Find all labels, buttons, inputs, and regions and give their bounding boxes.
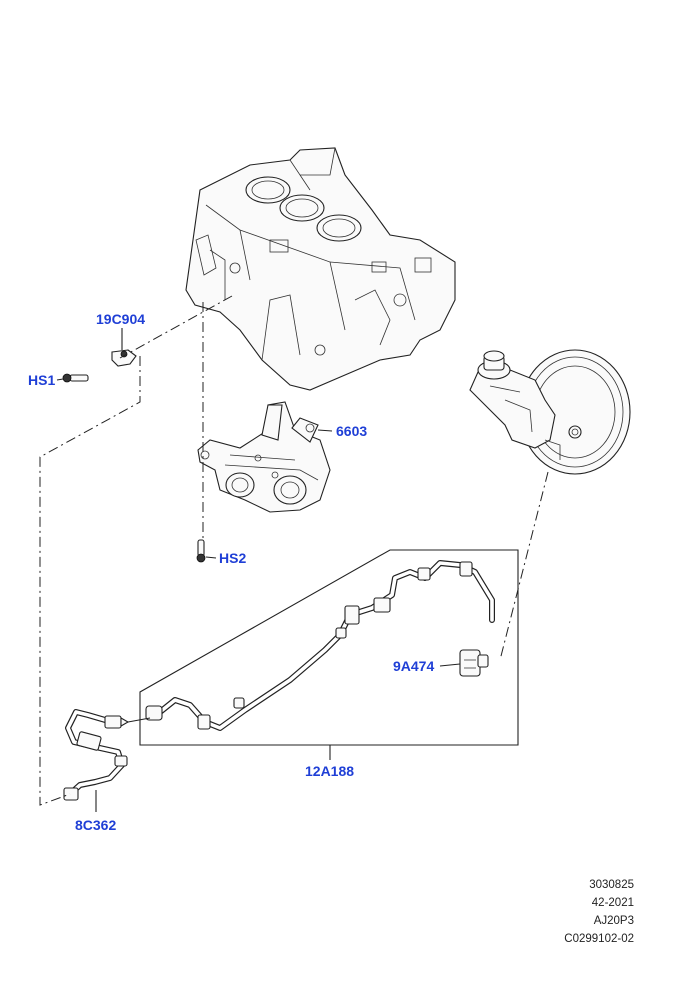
footer-line-3: AJ20P3 bbox=[593, 915, 634, 927]
callout-hs2[interactable]: HS2 bbox=[219, 550, 247, 566]
clip-19c904-illustration bbox=[111, 349, 137, 367]
callout-12a188[interactable]: 12A188 bbox=[305, 763, 355, 779]
bolt-hs1-illustration bbox=[62, 373, 89, 383]
vacuum-pump-illustration bbox=[197, 401, 331, 513]
leader-lines bbox=[56, 328, 461, 812]
footer-line-1: 3030825 bbox=[589, 879, 634, 891]
footer-line-2: 42-2021 bbox=[591, 897, 634, 909]
footer-line-4: C0299102-02 bbox=[564, 933, 634, 945]
brake-booster-illustration bbox=[469, 349, 631, 475]
vacuum-hose-12a188-illustration bbox=[145, 560, 495, 731]
callout-19c904[interactable]: 19C904 bbox=[96, 311, 146, 327]
callout-6603[interactable]: 6603 bbox=[336, 423, 368, 439]
harness-8c362-illustration bbox=[63, 709, 130, 801]
callout-9a474[interactable]: 9A474 bbox=[393, 658, 435, 674]
bolt-hs2-illustration bbox=[196, 539, 206, 563]
callout-hs1[interactable]: HS1 bbox=[28, 372, 56, 388]
sensor-9a474-illustration bbox=[459, 649, 489, 677]
callout-8c362[interactable]: 8C362 bbox=[75, 817, 117, 833]
engine-block-illustration bbox=[185, 147, 456, 391]
connector-lines bbox=[39, 295, 549, 806]
hose-group-outline bbox=[139, 549, 519, 746]
